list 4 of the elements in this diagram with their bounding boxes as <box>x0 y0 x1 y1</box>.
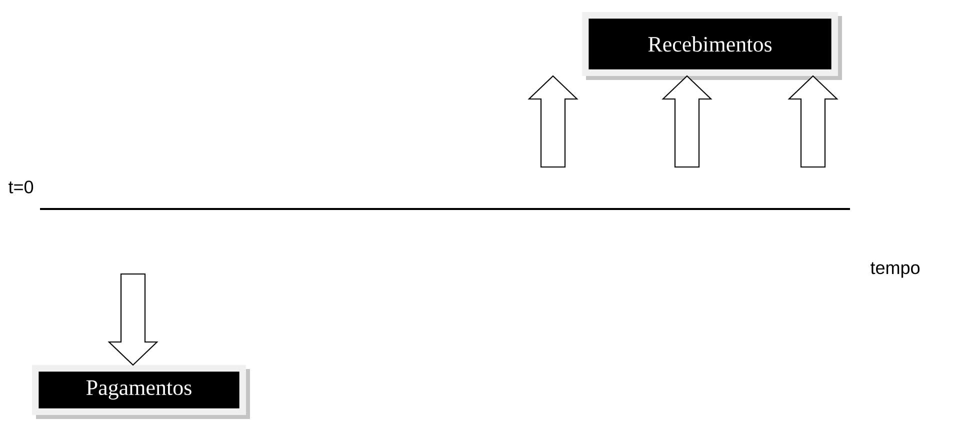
axis-label: tempo <box>870 262 920 278</box>
label-box: Pagamentos <box>32 365 250 419</box>
axis-label: t=0 <box>8 180 34 194</box>
label-box: Recebimentos <box>582 12 842 80</box>
